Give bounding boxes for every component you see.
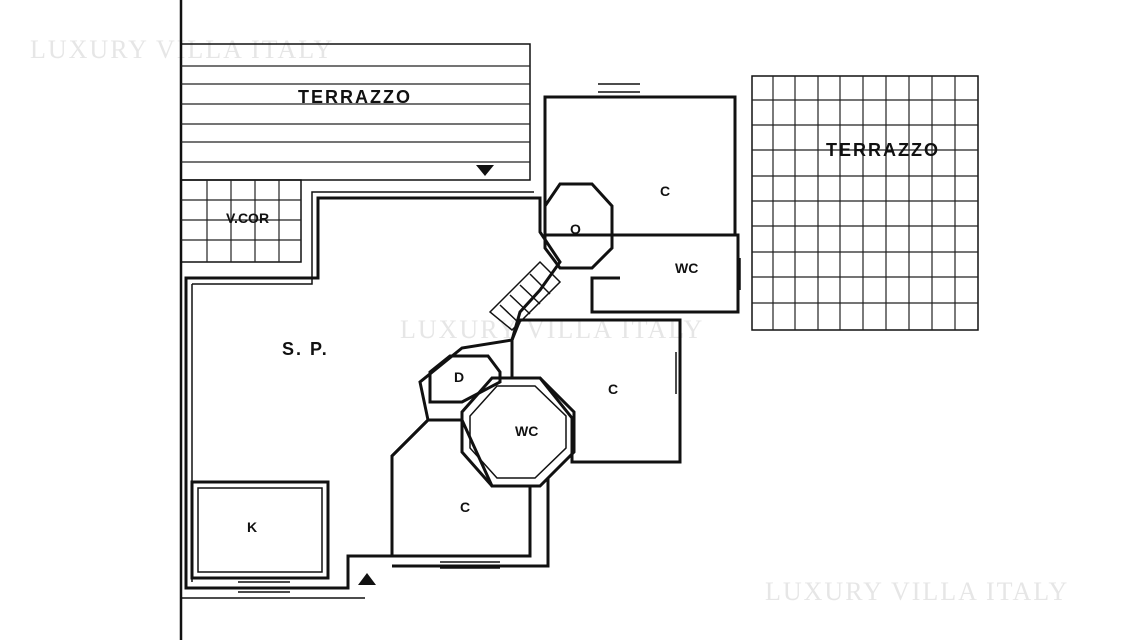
watermark-bottom-right: LUXURY VILLA ITALY [765,577,1069,606]
terrace-right-label: TERRAZZO [826,140,940,160]
kitchen-label: K [247,519,257,535]
vcor-label: V.COR [226,210,269,226]
vcor-area [180,179,302,263]
room-c-bottom-label: C [460,499,470,515]
terrace-right [751,75,979,331]
stairs [488,260,562,332]
terrace-top [180,43,531,181]
room-c-top-label: C [660,183,670,199]
wc-mid-label: WC [515,423,538,439]
room-c-mid-label: C [608,381,618,397]
room-c-bottom [390,418,550,569]
entrance-arrow-bottom-icon [358,573,376,585]
sp-label: S. P. [282,339,329,359]
kitchen [190,480,330,593]
wc-mid [460,376,576,488]
room-o [543,182,614,270]
wc-top-label: WC [675,260,698,276]
room-c-top [543,83,737,237]
wc-top [590,233,741,314]
room-d-label: D [454,369,464,385]
terrace-top-label: TERRAZZO [298,87,412,107]
room-o-label: O [570,221,581,237]
main-walls [184,191,562,590]
entrance-arrow-top-icon [476,165,494,176]
